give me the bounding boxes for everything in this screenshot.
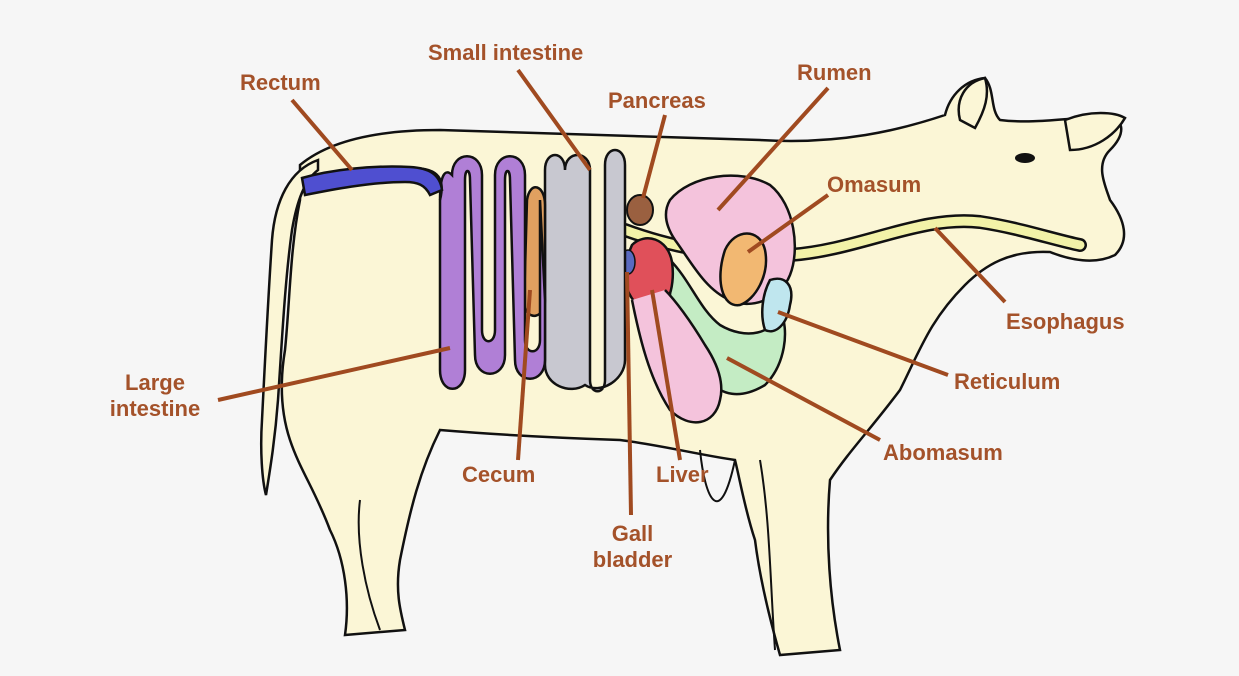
- label-cecum: Cecum: [462, 462, 535, 488]
- cow-eye: [1015, 153, 1035, 163]
- pancreas-organ: [627, 195, 653, 225]
- label-gall-bladder-line2: bladder: [585, 547, 680, 573]
- label-reticulum: Reticulum: [954, 369, 1060, 395]
- label-gall-bladder-line1: Gall: [585, 521, 680, 547]
- label-esophagus: Esophagus: [1006, 309, 1125, 335]
- label-small-intestine: Small intestine: [428, 40, 583, 66]
- label-gall-bladder: Gall bladder: [585, 521, 680, 573]
- label-rectum: Rectum: [240, 70, 321, 96]
- label-rumen: Rumen: [797, 60, 872, 86]
- label-omasum: Omasum: [827, 172, 921, 198]
- label-liver: Liver: [656, 462, 709, 488]
- label-pancreas: Pancreas: [608, 88, 706, 114]
- label-abomasum: Abomasum: [883, 440, 1003, 466]
- label-large-intestine: Large intestine: [100, 370, 210, 422]
- label-large-intestine-line1: Large: [100, 370, 210, 396]
- label-large-intestine-line2: intestine: [100, 396, 210, 422]
- small-intestine-organ: [545, 150, 625, 391]
